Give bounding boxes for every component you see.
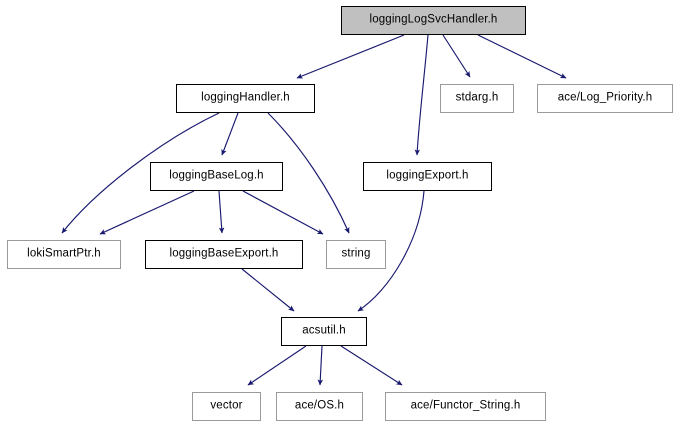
node-label: loggingExport.h — [386, 169, 469, 182]
node-label: ace/OS.h — [294, 399, 345, 412]
node-loggingexport[interactable]: loggingExport.h — [363, 162, 492, 191]
node-label: loggingLogSvcHandler.h — [369, 13, 498, 26]
edge-loggingbaselog-to-string — [242, 190, 324, 235]
edge-root-to-loggingexport — [414, 34, 429, 156]
node-label: ace/Functor_String.h — [410, 399, 521, 412]
edge-loggingbaselog-to-loggingbaseexport — [218, 190, 225, 234]
edge-loggingbaseexport-to-acsutil — [241, 268, 295, 312]
node-label: lokiSmartPtr.h — [27, 247, 101, 260]
node-label: loggingBaseExport.h — [169, 247, 279, 260]
edge-loggingbaselog-to-lokismartptr — [99, 190, 195, 235]
node-label: stdarg.h — [455, 91, 499, 104]
edge-acsutil-to-acefunctorstring — [340, 345, 403, 386]
node-label: acsutil.h — [302, 324, 346, 337]
node-label: ace/Log_Priority.h — [557, 91, 653, 104]
node-loggingbaselog[interactable]: loggingBaseLog.h — [150, 162, 283, 191]
node-vector[interactable]: vector — [192, 392, 261, 421]
node-label: loggingBaseLog.h — [169, 169, 264, 182]
edge-root-to-logginghandler — [296, 34, 405, 79]
edge-root-to-acelogpriority — [477, 34, 567, 79]
edge-logginghandler-to-loggingbaselog — [221, 112, 239, 156]
node-logginglogsvchandler[interactable]: loggingLogSvcHandler.h — [341, 6, 526, 35]
node-ace-os[interactable]: ace/OS.h — [276, 392, 363, 421]
edge-acsutil-to-aceos — [317, 345, 324, 386]
node-loggingbaseexport[interactable]: loggingBaseExport.h — [145, 240, 303, 269]
node-ace-log-priority[interactable]: ace/Log_Priority.h — [537, 84, 673, 113]
node-label: loggingHandler.h — [201, 91, 290, 104]
node-lokismartptr[interactable]: lokiSmartPtr.h — [7, 240, 121, 269]
node-ace-functor-string[interactable]: ace/Functor_String.h — [385, 392, 546, 421]
edge-acsutil-to-vector — [247, 345, 307, 386]
node-acsutil[interactable]: acsutil.h — [281, 317, 367, 346]
edge-root-to-stdarg — [442, 34, 471, 78]
node-string[interactable]: string — [326, 240, 386, 269]
node-logginghandler[interactable]: loggingHandler.h — [176, 84, 315, 113]
node-stdarg[interactable]: stdarg.h — [440, 84, 514, 113]
node-label: vector — [210, 399, 243, 412]
node-label: string — [341, 247, 371, 260]
